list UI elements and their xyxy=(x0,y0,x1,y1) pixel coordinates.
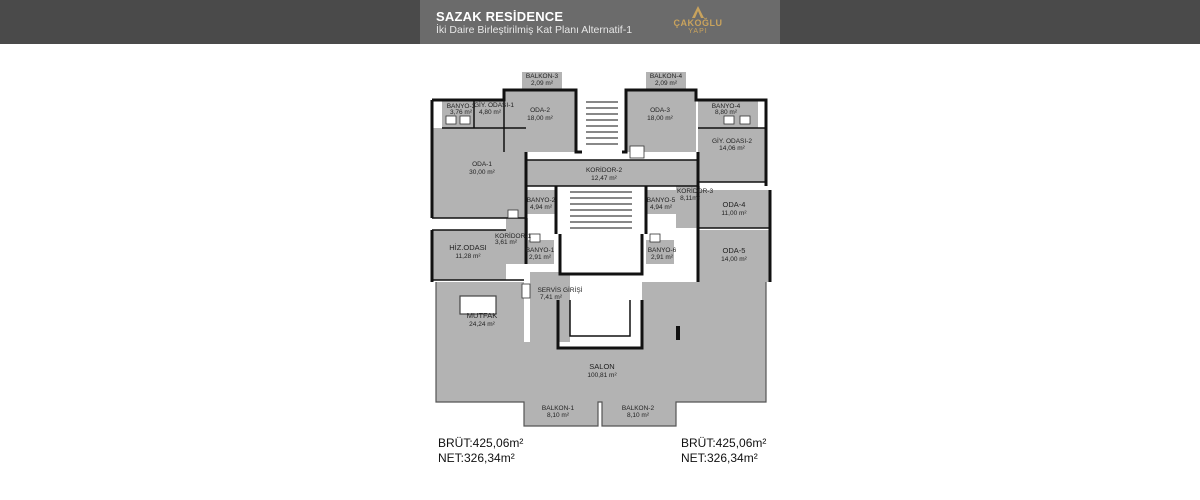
logo-mark-icon xyxy=(692,6,704,18)
company-logo: ÇAKOĞLU YAPI xyxy=(668,6,728,36)
label-oda-1: ODA-1 xyxy=(472,161,492,168)
room-labels: BALKON-3 2,09 m² BALKON-4 2,09 m² BANYO-… xyxy=(447,73,753,419)
label-oda-5: ODA-5 xyxy=(723,246,746,255)
salon-outline xyxy=(435,282,767,427)
area-banyo-3: 3,76 m² xyxy=(450,109,473,116)
stair-treads xyxy=(570,101,632,229)
page-title: SAZAK RESİDENCE xyxy=(436,9,564,24)
label-balkon-4: BALKON-4 xyxy=(650,73,683,80)
area-balkon-3: 2,09 m² xyxy=(531,80,554,87)
brut-area-right: BRÜT:425,06m² xyxy=(681,436,767,450)
label-koridor-1: KORİDOR-1 xyxy=(495,231,532,240)
label-mutfak: MUTFAK xyxy=(467,311,497,320)
label-koridor-3: KORİDOR-3 xyxy=(677,186,714,195)
area-banyo-5: 4,94 m² xyxy=(650,204,673,211)
room-oda-5 xyxy=(698,230,770,282)
room-banyo-5 xyxy=(646,190,676,214)
brut-area-left: BRÜT:425,06m² xyxy=(438,436,524,450)
label-balkon-2: BALKON-2 xyxy=(622,405,655,412)
stats-left: BRÜT:425,06m² NET:326,34m² xyxy=(438,436,523,466)
area-oda-5: 14,00 m² xyxy=(721,256,747,263)
area-giy-odasi-1: 4,80 m² xyxy=(479,109,502,116)
room-oda-4 xyxy=(698,190,770,228)
room-koridor-1 xyxy=(506,218,528,264)
room-balkon-3 xyxy=(522,72,562,90)
area-hiz-odasi: 11,28 m² xyxy=(455,253,481,260)
room-salon-right xyxy=(642,282,766,402)
entrance-lobby xyxy=(570,284,640,344)
label-oda-2: ODA-2 xyxy=(530,107,550,114)
logo-name: ÇAKOĞLU xyxy=(673,18,723,28)
area-salon: 100,81 m² xyxy=(587,372,617,379)
label-servis-girisi: SERVİS GİRİŞİ xyxy=(537,285,582,294)
room-koridor-3 xyxy=(676,186,700,228)
logo-sub: YAPI xyxy=(688,28,708,35)
area-servis-girisi: 7,41 m² xyxy=(540,294,563,301)
room-oda-1 xyxy=(432,128,526,218)
label-banyo-4: BANYO-4 xyxy=(712,103,741,110)
area-koridor-3: 8,11m² xyxy=(680,195,701,202)
area-koridor-2: 12,47 m² xyxy=(591,175,617,182)
area-oda-4: 11,00 m² xyxy=(721,210,747,217)
area-oda-3: 18,00 m² xyxy=(647,115,673,122)
area-koridor-1: 3,61 m² xyxy=(495,239,518,246)
label-banyo-5: BANYO-5 xyxy=(647,197,676,204)
elevator-hall xyxy=(560,234,642,274)
room-fills xyxy=(432,72,770,426)
label-banyo-1: BANYO-1 xyxy=(526,247,555,254)
label-balkon-1: BALKON-1 xyxy=(542,405,575,412)
area-balkon-1: 8,10 m² xyxy=(547,412,570,419)
top-stair xyxy=(582,96,622,152)
core-white xyxy=(556,96,646,344)
room-banyo-1 xyxy=(526,240,554,264)
room-giy-odasi-1 xyxy=(474,100,504,128)
room-balkon-2 xyxy=(602,398,676,426)
net-area-right: NET:326,34m² xyxy=(681,451,758,465)
label-banyo-3: BANYO-3 xyxy=(447,103,476,110)
room-giy-odasi-2 xyxy=(698,128,766,182)
header-title-panel xyxy=(420,0,780,44)
label-balkon-3: BALKON-3 xyxy=(526,73,559,80)
room-salon-center xyxy=(558,348,642,402)
label-hiz-odasi: HİZ.ODASI xyxy=(449,243,487,252)
label-banyo-6: BANYO-6 xyxy=(648,247,677,254)
area-banyo-6: 2,91 m² xyxy=(651,254,674,261)
area-banyo-2: 4,94 m² xyxy=(530,204,553,211)
net-area-left: NET:326,34m² xyxy=(438,451,515,465)
area-mutfak: 24,24 m² xyxy=(469,321,495,328)
room-hiz-odasi xyxy=(432,230,506,280)
area-balkon-2: 8,10 m² xyxy=(627,412,650,419)
label-oda-3: ODA-3 xyxy=(650,107,670,114)
label-koridor-2: KORİDOR-2 xyxy=(586,165,623,174)
page-subtitle: İki Daire Birleştirilmiş Kat Planı Alter… xyxy=(436,24,633,36)
room-salon-left xyxy=(436,342,558,402)
label-giy-odasi-1: GİY. ODASI-1 xyxy=(474,100,514,109)
room-balkon-4 xyxy=(646,72,686,90)
room-servis-girisi xyxy=(530,272,570,342)
fixtures xyxy=(445,115,751,299)
area-banyo-4: 8,80 m² xyxy=(715,109,738,116)
area-balkon-4: 2,09 m² xyxy=(655,80,678,87)
area-banyo-1: 2,91 m² xyxy=(529,254,552,261)
area-oda-2: 18,00 m² xyxy=(527,115,553,122)
room-balkon-1 xyxy=(524,398,598,426)
label-oda-4: ODA-4 xyxy=(723,200,746,209)
label-giy-odasi-2: GİY. ODASI-2 xyxy=(712,136,752,145)
room-oda-3 xyxy=(626,90,696,152)
area-oda-1: 30,00 m² xyxy=(469,169,495,176)
room-banyo-6 xyxy=(646,240,674,264)
area-giy-odasi-2: 14,06 m² xyxy=(719,145,745,152)
room-koridor-2 xyxy=(526,160,698,186)
label-salon: SALON xyxy=(589,362,614,371)
stats-right: BRÜT:425,06m² NET:326,34m² xyxy=(681,436,766,466)
label-banyo-2: BANYO-2 xyxy=(527,197,556,204)
room-banyo-2 xyxy=(526,190,556,214)
